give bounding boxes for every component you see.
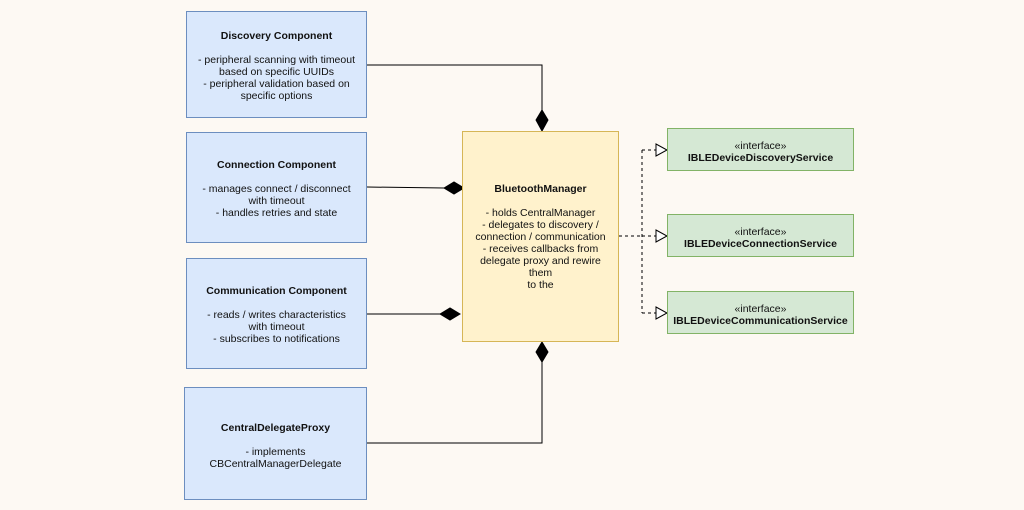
communication-component: Communication Component - reads / writes… xyxy=(186,258,367,369)
proxy-composition-edge xyxy=(367,362,543,444)
discovery-diamond xyxy=(535,109,549,133)
interface-stereotype: «interface» xyxy=(734,226,787,238)
interface-communication-service: «interface» IBLEDeviceCommunicationServi… xyxy=(667,291,854,334)
interface-discovery-service: «interface» IBLEDeviceDiscoveryService xyxy=(667,128,854,171)
interface-name: IBLEDeviceCommunicationService xyxy=(673,315,848,327)
component-title: CentralDelegateProxy xyxy=(220,422,331,434)
interface-stereotype: «interface» xyxy=(734,140,787,152)
interface-stereotype: «interface» xyxy=(734,303,787,315)
realization-arrowhead-connection xyxy=(655,229,669,243)
interface-name: IBLEDeviceDiscoveryService xyxy=(687,152,834,164)
communication-diamond xyxy=(439,307,461,321)
component-description: - peripheral scanning with timeout based… xyxy=(198,54,355,102)
connection-composition-edge xyxy=(366,186,445,189)
interface-connection-service: «interface» IBLEDeviceConnectionService xyxy=(667,214,854,257)
discovery-component: Discovery Component - peripheral scannin… xyxy=(186,11,367,118)
interface-name: IBLEDeviceConnectionService xyxy=(684,238,837,250)
component-description: - implements CBCentralManagerDelegate xyxy=(209,446,342,470)
realization-arrowhead-communication xyxy=(655,306,669,320)
discovery-composition-edge xyxy=(367,64,543,110)
manager-title: BluetoothManager xyxy=(494,183,587,195)
component-description: - manages connect / disconnect with time… xyxy=(202,183,351,219)
component-description: - reads / writes characteristics with ti… xyxy=(207,309,346,345)
component-title: Communication Component xyxy=(206,285,347,297)
connection-diamond xyxy=(443,181,465,195)
connection-component: Connection Component - manages connect /… xyxy=(186,132,367,243)
component-title: Connection Component xyxy=(217,159,336,171)
proxy-diamond xyxy=(535,341,549,363)
component-title: Discovery Component xyxy=(220,30,333,42)
bluetooth-manager: BluetoothManager - holds CentralManager … xyxy=(462,131,619,342)
central-delegate-proxy: CentralDelegateProxy - implements CBCent… xyxy=(184,387,367,500)
realization-arrowhead-discovery xyxy=(655,143,669,157)
manager-description: - holds CentralManager - delegates to di… xyxy=(475,207,606,291)
